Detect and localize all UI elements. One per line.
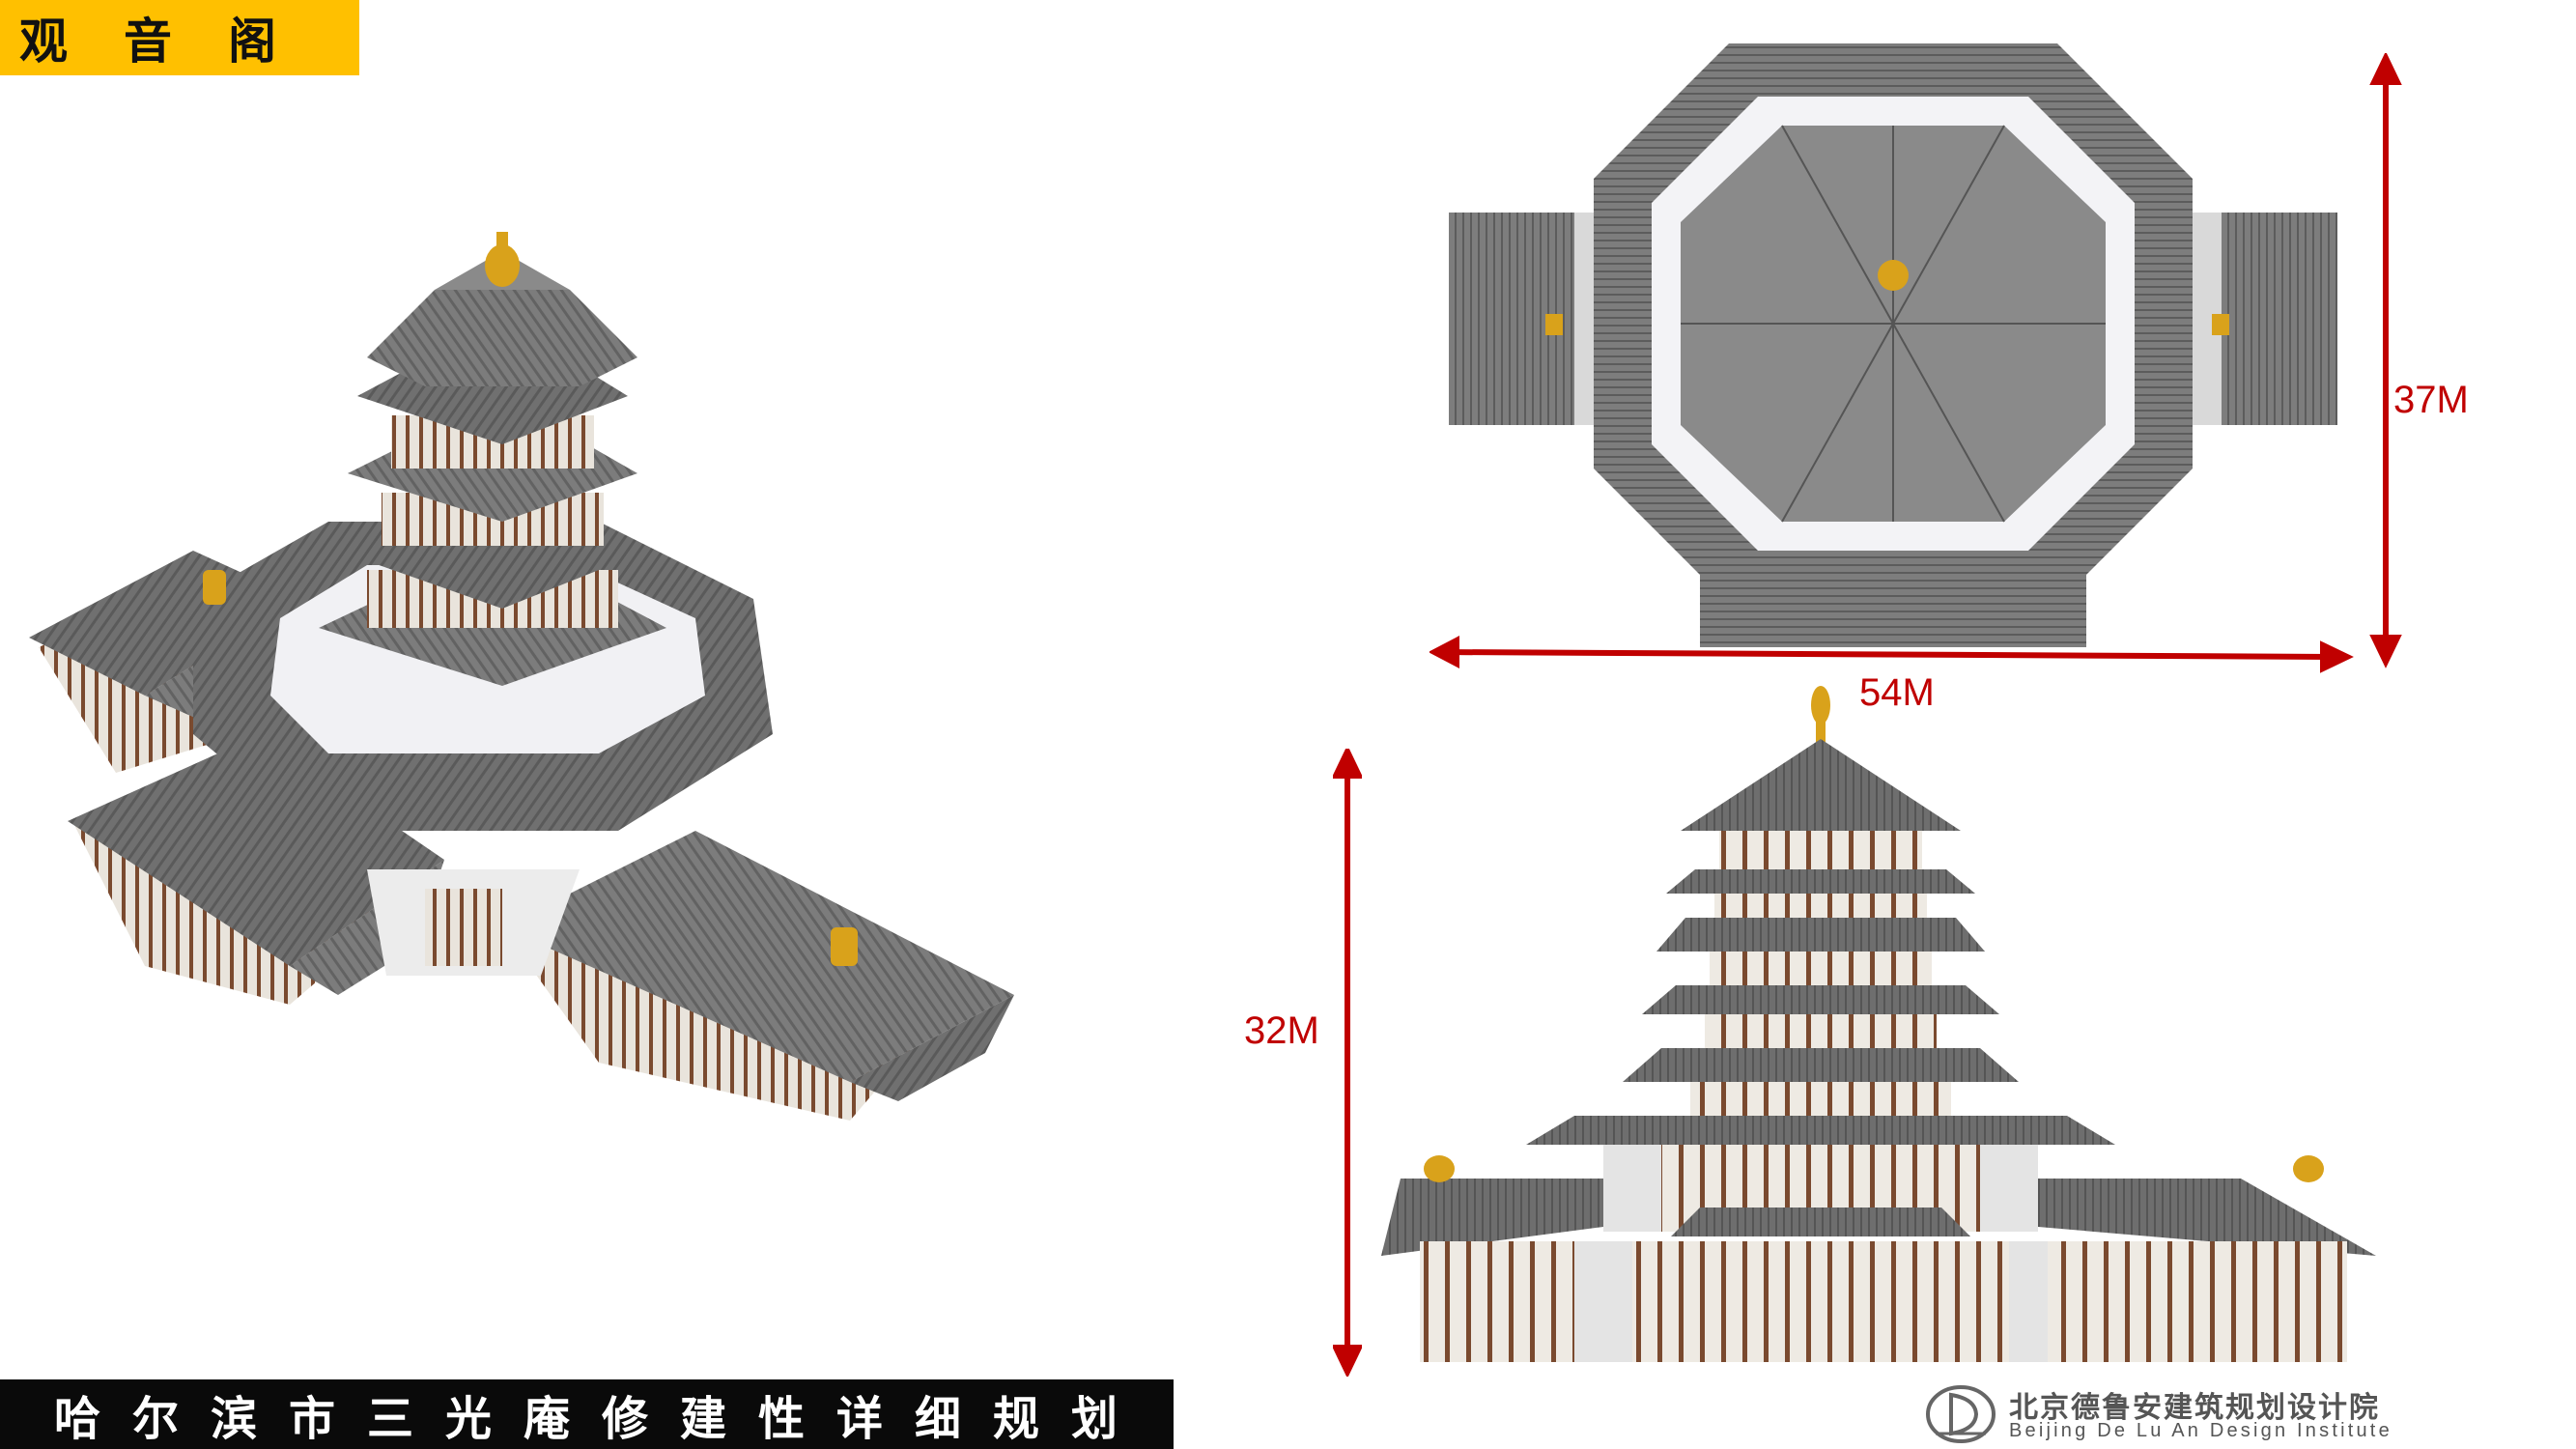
institute-emblem-icon <box>1926 1385 1996 1443</box>
finial-top <box>1878 260 1909 291</box>
project-title-banner: 哈尔滨市三光庵修建性详细规划 <box>0 1379 1174 1449</box>
tower-tiers <box>319 232 666 686</box>
right-wing <box>502 831 1014 1121</box>
section-title-tag: 观音阁 <box>0 0 359 75</box>
plan-width-label: 54M <box>1859 671 1935 714</box>
front-elevation-view <box>1381 686 2376 1362</box>
axonometric-rendering <box>29 232 1014 1121</box>
roof-plan-view <box>1449 43 2337 647</box>
section-title: 观音阁 <box>19 14 332 70</box>
institute-name-en: Beijing De Lu An Design Institute <box>2009 1420 2392 1441</box>
project-title: 哈尔滨市三光庵修建性详细规划 <box>54 1392 1150 1446</box>
elevation-height-label: 32M <box>1244 1009 1319 1052</box>
elevation-height-arrow <box>1333 749 1362 1377</box>
plan-depth-label: 37M <box>2393 379 2469 421</box>
west-wing-roof <box>1449 213 1594 425</box>
dimension-lines <box>1430 53 2402 673</box>
institute-name-cn: 北京德鲁安建筑规划设计院 <box>2009 1391 2380 1425</box>
institute-logo: 北京德鲁安建筑规划设计院 Beijing De Lu An Design Ins… <box>1922 1381 2531 1447</box>
